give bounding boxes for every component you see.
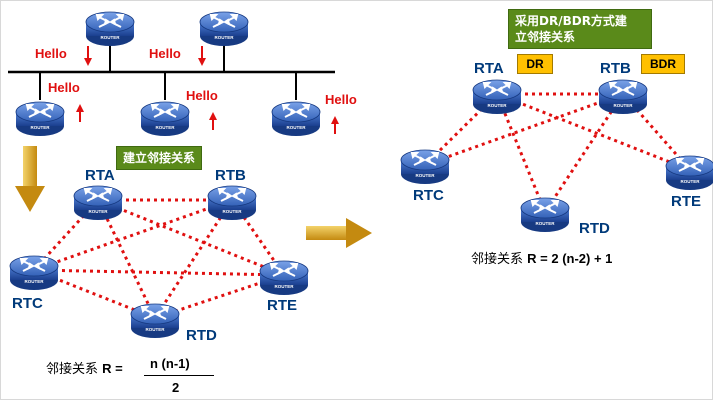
router-label-rtb: RTB — [215, 167, 246, 184]
router-label-rtd: RTD — [186, 327, 217, 344]
hello-label: Hello — [149, 46, 181, 61]
formula-prefix: 邻接关系 — [46, 362, 99, 377]
hello-label: Hello — [325, 92, 357, 107]
router-label-rtc: RTC — [413, 187, 444, 204]
arrow-up-icon — [209, 112, 217, 120]
arrow-up-icon — [331, 116, 339, 124]
router-icon — [400, 149, 450, 185]
formula-variable: R = — [102, 361, 123, 376]
router-icon — [598, 79, 648, 115]
hello-label: Hello — [186, 88, 218, 103]
router-label-rtc: RTC — [12, 295, 43, 312]
router-icon — [9, 255, 59, 291]
arrow-right-icon — [306, 218, 372, 248]
router-label-rta: RTA — [474, 60, 504, 77]
dr-bdr-caption: 采用DR/BDR方式建 立邻接关系 — [508, 9, 652, 49]
router-icon — [665, 155, 713, 191]
router-icon — [520, 197, 570, 233]
formula-prefix: 邻接关系 — [471, 252, 524, 267]
router-icon — [271, 101, 321, 137]
adjacency-lines — [423, 92, 692, 213]
router-icon — [199, 11, 249, 47]
dr-tag: DR — [517, 54, 553, 74]
broadcast-network: Hello Hello Hello Hello Hello — [8, 11, 357, 137]
arrow-up-icon — [76, 104, 84, 112]
formula-numerator: n (n-1) — [150, 356, 190, 371]
router-icon — [259, 260, 309, 296]
router-label-rta: RTA — [85, 167, 115, 184]
router-icon — [472, 79, 522, 115]
formula-denominator: 2 — [172, 380, 180, 395]
router-icon — [130, 303, 180, 339]
arrow-down-icon — [198, 58, 206, 66]
router-icon — [85, 11, 135, 47]
arrow-down-icon — [84, 58, 92, 66]
formula-expression: R = 2 (n-2) + 1 — [527, 251, 613, 266]
hello-label: Hello — [48, 80, 80, 95]
router-label-rte: RTE — [267, 297, 297, 314]
dr-bdr-caption-line2: 立邻接关系 — [515, 30, 576, 44]
router-label-rtd: RTD — [579, 220, 610, 237]
hello-label: Hello — [35, 46, 67, 61]
router-icon — [140, 101, 190, 137]
router-label-rte: RTE — [671, 193, 701, 210]
dr-bdr-diagram: RTA RTB RTC RTD RTE — [400, 60, 713, 237]
bdr-tag: BDR — [641, 54, 685, 74]
dr-bdr-formula: 邻接关系 R = 2 (n-2) + 1 — [471, 248, 612, 267]
router-label-rtb: RTB — [600, 60, 631, 77]
router-icon — [73, 185, 123, 221]
full-mesh-caption: 建立邻接关系 — [116, 146, 203, 170]
arrow-down-icon — [15, 146, 45, 212]
full-mesh-diagram: RTA RTB RTC RTD RTE — [9, 167, 309, 344]
dr-bdr-caption-line1: 采用DR/BDR方式建 — [515, 14, 627, 28]
fraction-line — [144, 375, 214, 376]
router-icon — [15, 101, 65, 137]
router-icon — [207, 185, 257, 221]
full-mesh-formula: 邻接关系 R = — [46, 358, 123, 377]
